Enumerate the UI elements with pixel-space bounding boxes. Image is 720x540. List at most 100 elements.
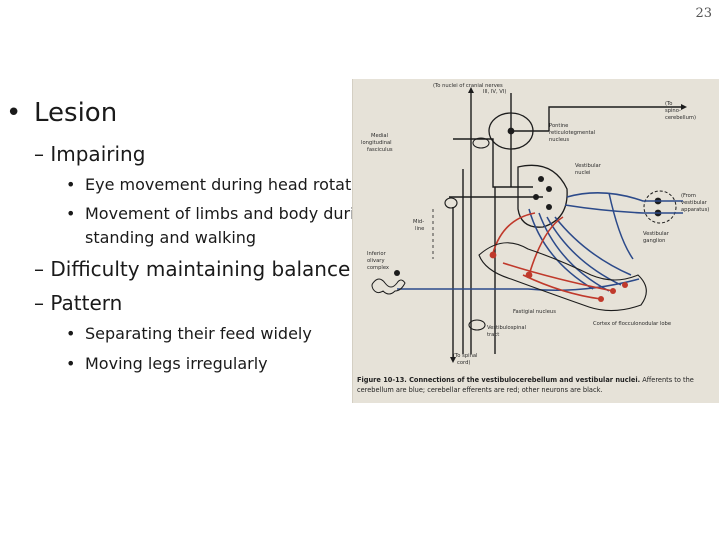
label-midline-2: line: [415, 226, 424, 232]
vestibular-afferent-1: [566, 192, 683, 202]
vestibular-neuron-2: [546, 186, 552, 192]
label-cranial-nerves-2: III, IV, VI): [483, 89, 506, 95]
pathway-diagram: (To nuclei of cranial nerves III, IV, VI…: [361, 83, 709, 366]
label-pontine-2: reticulotegmental: [549, 130, 595, 136]
tract-mlf: [453, 138, 533, 188]
label-pontine-3: nucleus: [549, 137, 569, 143]
fastigial-neuron-1: [489, 251, 497, 259]
bullet-separating-text: Separating their feed widely: [85, 324, 312, 343]
figure-caption-title: Figure 10-13. Connections of the vestibu…: [357, 376, 641, 384]
label-to-spino-3: cerebellum): [665, 115, 696, 121]
bullet-dot: •: [66, 204, 76, 223]
label-to-spino: (To: [665, 101, 672, 107]
red-efferents: [492, 212, 614, 300]
bullet-lesion-text: Lesion: [34, 98, 118, 128]
label-fastigial: Fastigial nucleus: [513, 309, 556, 315]
afferent-2: [538, 212, 610, 292]
label-vestibular-nuclei: Vestibular: [575, 163, 602, 169]
vestibular-direct-afferent: [608, 192, 634, 260]
vestibular-neuron-1: [538, 176, 544, 182]
arrow-right-spino: [681, 104, 687, 110]
bullet-difficulty: – Difficulty maintaining balance: [34, 257, 350, 281]
figure-caption: Figure 10-13. Connections of the vestibu…: [357, 375, 715, 395]
bullet-separating: • Separating their feed widely: [66, 323, 312, 345]
vestibular-nuclei-outline: [517, 164, 568, 228]
label-from-vestibular-3: apparatus): [681, 207, 709, 213]
bullet-limbs-text-1: Movement of limbs and body during: [85, 204, 375, 223]
label-cortex: Cortex of flocculonodular lobe: [593, 321, 671, 327]
label-to-spino-2: spino-: [665, 108, 681, 114]
flocculonodular-lobe-outline: [478, 242, 647, 312]
pontine-nucleus: [488, 112, 534, 150]
label-to-spinal: (To spinal: [453, 353, 477, 359]
fastigial-neuron-2: [525, 271, 533, 279]
bullet-pattern: – Pattern: [34, 291, 122, 315]
red-neurons: [489, 251, 628, 302]
label-olivary-2: olivary: [367, 258, 385, 264]
arrow-up-cranial: [468, 87, 474, 93]
dash: –: [34, 257, 51, 281]
label-vestibulospinal: Vestibulospinal: [487, 325, 526, 331]
label-olivary: Inferior: [367, 251, 387, 257]
label-from-vestibular: (From: [681, 193, 696, 199]
vestibular-connections-figure: (To nuclei of cranial nerves III, IV, VI…: [352, 79, 719, 403]
olivary-neuron: [394, 270, 400, 276]
bullet-dot: •: [66, 175, 76, 194]
bullet-dot: •: [6, 98, 22, 128]
bullet-limbs-cont: standing and walking: [85, 228, 257, 247]
black-tracts: [449, 93, 683, 359]
bullet-difficulty-text: Difficulty maintaining balance: [50, 257, 351, 281]
nuclei: [444, 112, 568, 331]
label-olivary-3: complex: [367, 265, 389, 271]
label-mlf-3: fasciculus: [367, 147, 393, 153]
label-midline: Mid-: [413, 219, 424, 225]
cortex-neuron-3: [622, 282, 628, 288]
dash: –: [34, 142, 51, 166]
figure-caption-body: Afferents to the cerebellum are blue; ce…: [357, 376, 694, 394]
label-vestibular-ganglion-2: ganglion: [643, 238, 665, 244]
vestibular-ganglion: [564, 190, 683, 224]
bullet-eye-movement: • Eye movement during head rotation: [66, 174, 376, 196]
label-pontine: Pontine: [549, 123, 568, 129]
cortex-neuron-1: [598, 296, 604, 302]
bullet-impairing: – Impairing: [34, 142, 145, 166]
efferent-fastigial-2: [528, 216, 564, 276]
tract-to-nucleus: [510, 93, 549, 132]
bullet-impairing-text: Impairing: [50, 142, 146, 166]
arrow-down-spinal: [450, 357, 456, 363]
tract-cross-section: [444, 197, 458, 209]
bullet-moving-legs-text: Moving legs irregularly: [85, 354, 268, 373]
bullet-eye-movement-text: Eye movement during head rotation: [85, 175, 376, 194]
label-cranial-nerves: (To nuclei of cranial nerves: [433, 83, 503, 89]
vestibulospinal-cross-section: [468, 319, 486, 331]
pontine-neuron: [507, 127, 515, 135]
efferent-cortex-1: [502, 262, 614, 292]
dash: –: [34, 291, 51, 315]
vestibular-neuron-4: [546, 204, 552, 210]
tract-to-spinocerebellum: [548, 106, 683, 131]
bullet-dot: •: [66, 324, 76, 343]
figure-labels: (To nuclei of cranial nerves III, IV, VI…: [361, 83, 709, 366]
label-vestibulospinal-2: tract: [487, 332, 499, 338]
cortex-neuron-2: [610, 288, 616, 294]
bullet-pattern-text: Pattern: [50, 291, 123, 315]
olivary-complex-outline: [371, 278, 406, 295]
label-to-spinal-2: cord): [457, 360, 470, 366]
label-mlf: Medial: [371, 133, 388, 139]
label-vestibular-nuclei-2: nuclei: [575, 170, 591, 176]
bullet-moving-legs: • Moving legs irregularly: [66, 353, 268, 375]
afferent-4: [554, 216, 632, 276]
slide-number: 23: [695, 6, 712, 21]
vestibular-afferent-2: [564, 204, 683, 214]
label-from-vestibular-2: vestibular: [681, 200, 708, 206]
bullet-lesion: • Lesion: [6, 98, 117, 128]
bullet-dot: •: [66, 354, 76, 373]
mlf-cross-section: [472, 137, 490, 149]
vestibular-ganglion-outline: [643, 190, 677, 224]
afferent-1: [528, 208, 594, 290]
bullet-limbs: • Movement of limbs and body during: [66, 203, 375, 225]
label-vestibular-ganglion: Vestibular: [643, 231, 670, 237]
vestibular-neuron-3: [533, 194, 539, 200]
arrows: [450, 87, 687, 363]
label-mlf-2: longitudinal: [361, 140, 392, 146]
